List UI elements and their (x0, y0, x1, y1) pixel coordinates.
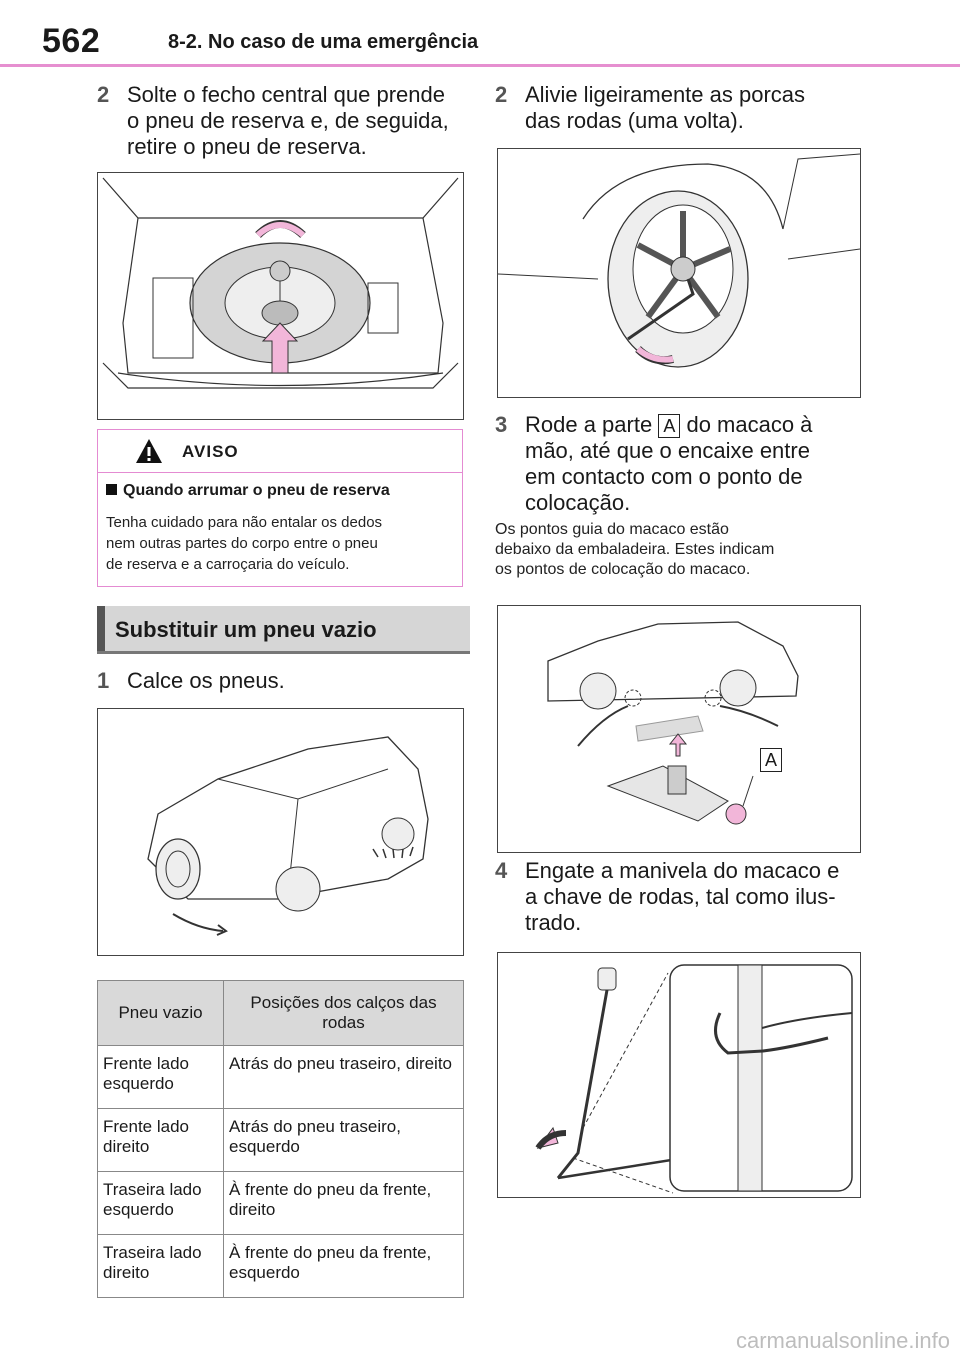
table-cell: Traseira lado esquerdo (97, 1171, 224, 1235)
section-heading-bar (97, 606, 105, 651)
page-number: 562 (42, 22, 101, 60)
step-text: Alivie ligeiramente as porcas das rodas … (525, 82, 806, 133)
bullet-square-icon (106, 484, 117, 495)
figure-jack-handle (497, 952, 861, 1198)
jack-illustration (547, 621, 799, 825)
table-cell: À frente do pneu da frente, esquerdo (223, 1234, 464, 1298)
figure-jack-points: A (497, 605, 861, 853)
watermark: carmanualsonline.info (735, 1328, 950, 1353)
table-cell: Atrás do pneu traseiro, esquerdo (223, 1108, 464, 1172)
figure-loosen-wheel-nuts (497, 148, 861, 398)
table-header-cell: Pneu vazio (97, 980, 224, 1046)
step-number: 3 (495, 412, 508, 437)
warning-triangle-icon (136, 439, 162, 463)
table-cell: À frente do pneu da frente, direito (223, 1171, 464, 1235)
table-row: Frente lado direito Atrás do pneu trasei… (97, 1108, 464, 1172)
chock-positions-table: Pneu vazio Posições dos calços das rodas… (97, 980, 464, 1298)
figure-label-a: A (760, 748, 782, 772)
step-number: 4 (495, 858, 508, 883)
step-1-chock-tires: 1 Calce os pneus. (97, 668, 467, 694)
step-text: Solte o fecho central que prende o pneu … (127, 82, 449, 159)
figure-spare-tire-trunk (97, 172, 464, 420)
warning-body: Tenha cuidado para não entalar os dedos … (106, 514, 383, 573)
step-3-turn-jack: 3 Rode a parte A do macaco à mão, até qu… (495, 412, 875, 516)
step-text-after: do macaco à mão, até que o encaixe entre… (525, 412, 813, 515)
step-2-remove-spare: 2 Solte o fecho central que prende o pne… (97, 82, 467, 160)
table-cell: Frente lado direito (97, 1108, 224, 1172)
warning-subtitle: Quando arrumar o pneu de reserva (106, 482, 390, 500)
step-number: 2 (97, 82, 110, 107)
table-header-row: Pneu vazio Posições dos calços das rodas (97, 980, 464, 1046)
table-cell: Frente lado esquerdo (97, 1045, 224, 1109)
step-4-engage-handle: 4 Engate a manivela do macaco e a chave … (495, 858, 875, 936)
spare-tire-illustration (102, 177, 459, 389)
figure-wheel-chocks (97, 708, 464, 956)
table-row: Frente lado esquerdo Atrás do pneu trase… (97, 1045, 464, 1109)
table-header-cell: Posições dos calços das rodas (223, 980, 464, 1046)
warning-title: AVISO (182, 442, 239, 461)
step-2-loosen-nuts: 2 Alivie ligeiramente as porcas das roda… (495, 82, 865, 134)
car-chock-illustration (147, 736, 429, 936)
wheel-wrench-illustration (498, 153, 860, 368)
section-heading-text: Substituir um pneu vazio (115, 617, 377, 642)
warning-header: AVISO (98, 430, 462, 473)
section-heading: Substituir um pneu vazio (97, 606, 470, 654)
step-text: Engate a manivela do macaco e a chave de… (525, 858, 840, 935)
part-label-a: A (658, 414, 681, 438)
handle-wrench-illustration (535, 964, 853, 1194)
table-cell: Traseira lado direito (97, 1234, 224, 1298)
section-title: 8-2. No caso de uma emergência (168, 31, 479, 53)
table-row: Traseira lado esquerdo À frente do pneu … (97, 1171, 464, 1235)
warning-subtitle-text: Quando arrumar o pneu de reserva (123, 482, 390, 499)
table-row: Traseira lado direito À frente do pneu d… (97, 1234, 464, 1298)
step-text-before: Rode a parte (525, 412, 653, 437)
warning-box: AVISO Quando arrumar o pneu de reserva T… (97, 429, 463, 587)
step-number: 1 (97, 668, 110, 693)
table-cell: Atrás do pneu traseiro, direito (223, 1045, 464, 1109)
jack-guide-note: Os pontos guia do macaco estão debaixo d… (495, 521, 775, 578)
step-number: 2 (495, 82, 508, 107)
header-divider (0, 64, 960, 67)
step-text: Calce os pneus. (127, 668, 285, 693)
step-text: Rode a parte A do macaco à mão, até que … (525, 412, 875, 516)
